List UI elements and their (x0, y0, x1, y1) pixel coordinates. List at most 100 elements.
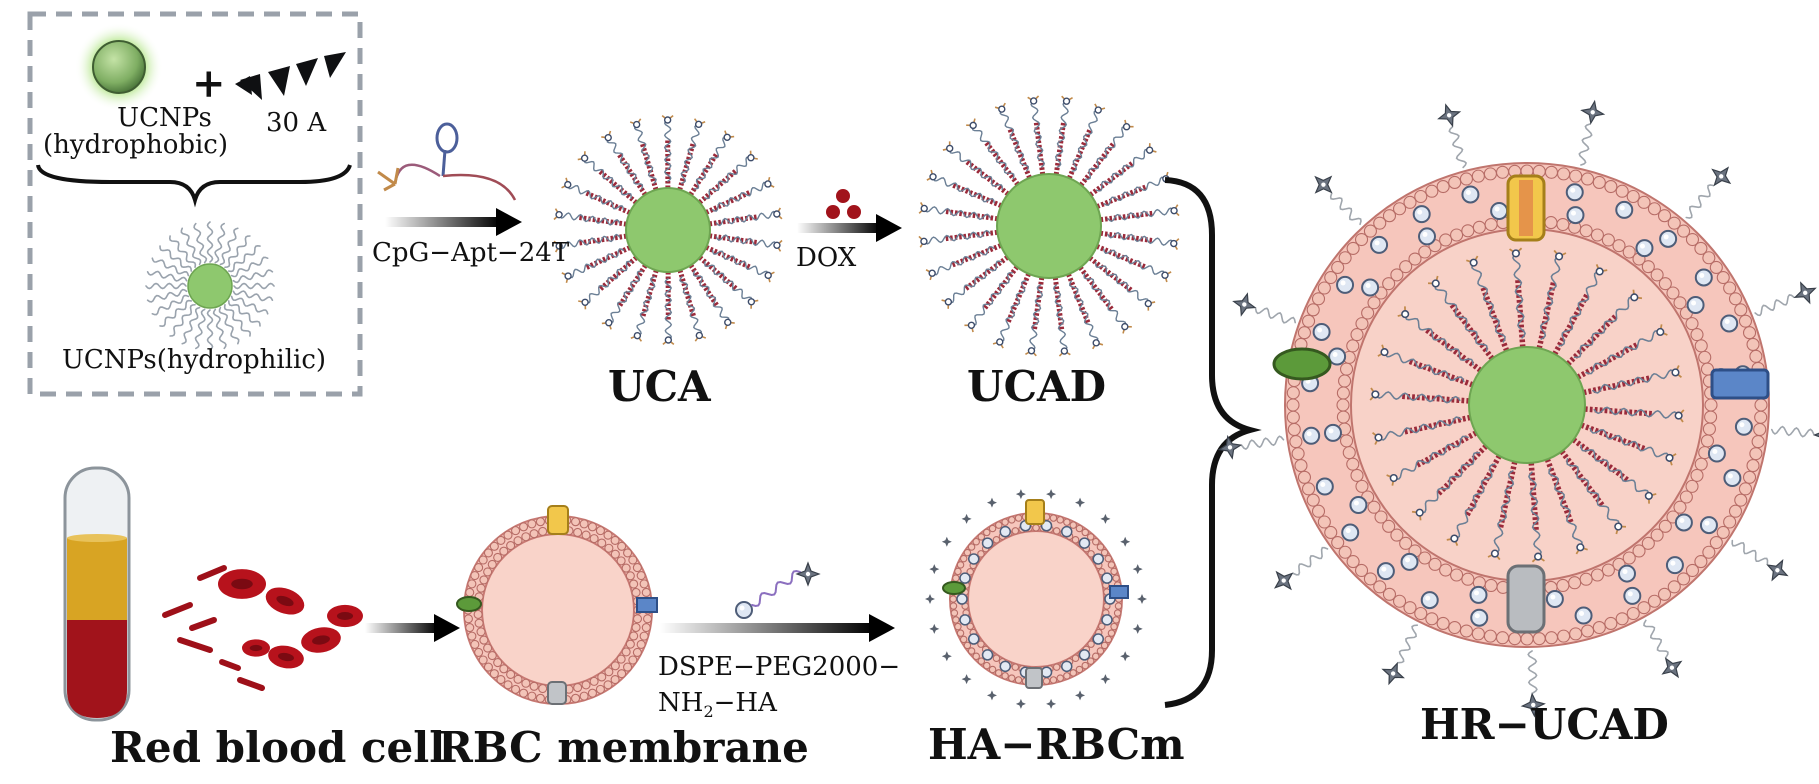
hr-peg-bead (1721, 315, 1737, 331)
blood-tube (65, 468, 129, 720)
hr-inner-bead (1688, 297, 1704, 313)
dna-strand (926, 245, 1001, 279)
hr-peg-bead (1303, 428, 1319, 444)
label-ucnps-line1: UCNPs (75, 105, 228, 132)
hr-inner-bead (1362, 280, 1378, 296)
ha-star (962, 674, 972, 684)
hr-ha-star (1379, 659, 1408, 688)
arrow-rbc (365, 614, 460, 642)
hr-peg-bead (1422, 592, 1438, 608)
ha-star (1120, 537, 1130, 547)
ha-star (797, 563, 819, 585)
ha-star (1075, 690, 1085, 700)
label-nh-subscript: 2 (703, 702, 713, 721)
ha-bead (1062, 527, 1072, 537)
uca-particle (554, 116, 782, 345)
rbc-fragment (165, 605, 190, 615)
hr-inner-bead (1325, 425, 1341, 441)
dna-strand (1054, 278, 1071, 356)
label-rbc-membrane: RBC membrane (438, 723, 809, 772)
label-ucnps-line2: (hydrophobic) (43, 132, 228, 159)
ha-star (1137, 594, 1147, 604)
dna-strand (1068, 274, 1102, 349)
gray-protein (548, 682, 566, 704)
hr-core (1469, 347, 1585, 463)
ha-star (942, 651, 952, 661)
ha-star (929, 564, 939, 574)
ha-star (1046, 489, 1056, 499)
hr-peg-bead (1337, 277, 1353, 293)
hr-inner-bead (1676, 514, 1692, 530)
ha-bead (983, 538, 993, 548)
label-hr-ucad: HR−UCAD (1420, 700, 1669, 749)
rbc-fragment (222, 662, 238, 668)
ha-bead (1079, 650, 1089, 660)
hr-ha-star (1268, 565, 1299, 596)
ha-bead (960, 615, 970, 625)
dspe-peg-ha-icon (736, 563, 819, 618)
ucnp-core (997, 174, 1101, 278)
dna-strand (1081, 120, 1134, 185)
ha-bead (1042, 667, 1052, 677)
hr-peg-bead (1378, 563, 1394, 579)
ucnp-core (626, 188, 710, 272)
hr-inner-bead (1547, 591, 1563, 607)
ha-star (1133, 564, 1143, 574)
hr-ucad-particle (1217, 100, 1819, 717)
label-ucnps-hydrophilic: UCNPs(hydrophilic) (62, 345, 326, 375)
dna-strand (554, 209, 626, 225)
hr-peg-bead (1567, 184, 1583, 200)
label-ha: −HA (714, 688, 777, 718)
dna-strand (663, 272, 674, 344)
hr-peg-bead (1317, 479, 1333, 495)
label-plus: + (192, 60, 226, 107)
hr-peg-bead (1371, 237, 1387, 253)
ha-bead (1102, 615, 1112, 625)
hr-peg-bead (1701, 517, 1717, 533)
gray-protein (1026, 668, 1042, 688)
hr-inner-bead (1402, 554, 1418, 570)
ha-bead (1093, 554, 1103, 564)
hr-ha-star (1231, 291, 1258, 318)
hr-peg-bead (1342, 525, 1358, 541)
hr-ha-star (1706, 161, 1737, 192)
hr-inner-bead (1567, 207, 1583, 223)
dox-molecules (826, 189, 861, 219)
hr-peg-bead (1471, 610, 1487, 626)
hr-peg-bead (1667, 557, 1683, 573)
hr-inner-bead (1419, 228, 1435, 244)
hr-ha-star (1435, 101, 1463, 129)
ha-star (1016, 699, 1026, 709)
ha-star (1120, 651, 1130, 661)
yellow-protein (1026, 500, 1044, 524)
hr-ha-star (1657, 652, 1688, 683)
ha-star (1100, 514, 1110, 524)
ha-bead (960, 573, 970, 583)
dna-strand (943, 141, 1008, 194)
dna-strand (995, 103, 1029, 178)
hr-peg-bead (1660, 231, 1676, 247)
dna-strand (706, 177, 774, 212)
hr-inner-bead (1491, 203, 1507, 219)
hr-blue-protein (1712, 370, 1768, 398)
dna-strand (602, 265, 646, 329)
label-ucad: UCAD (967, 362, 1106, 411)
ha-star (942, 537, 952, 547)
membrane-inner (482, 534, 634, 686)
rbc-fragment (180, 640, 210, 650)
blue-protein (1110, 586, 1128, 598)
hr-inner-bead (1636, 240, 1652, 256)
hr-ha-star (1580, 100, 1605, 125)
brace-top-left (38, 165, 350, 200)
ha-star (987, 498, 997, 508)
label-dox: DOX (796, 243, 856, 273)
dna-strand (1025, 277, 1042, 355)
dna-strand (562, 178, 630, 213)
green-protein (943, 582, 965, 594)
dspe-bead (736, 602, 752, 618)
blue-protein (637, 598, 657, 612)
ha-bead (1102, 573, 1112, 583)
ucnp-hydrophilic (146, 222, 274, 350)
ha-rbcm-vesicle (925, 489, 1147, 709)
ha-star (1100, 674, 1110, 684)
